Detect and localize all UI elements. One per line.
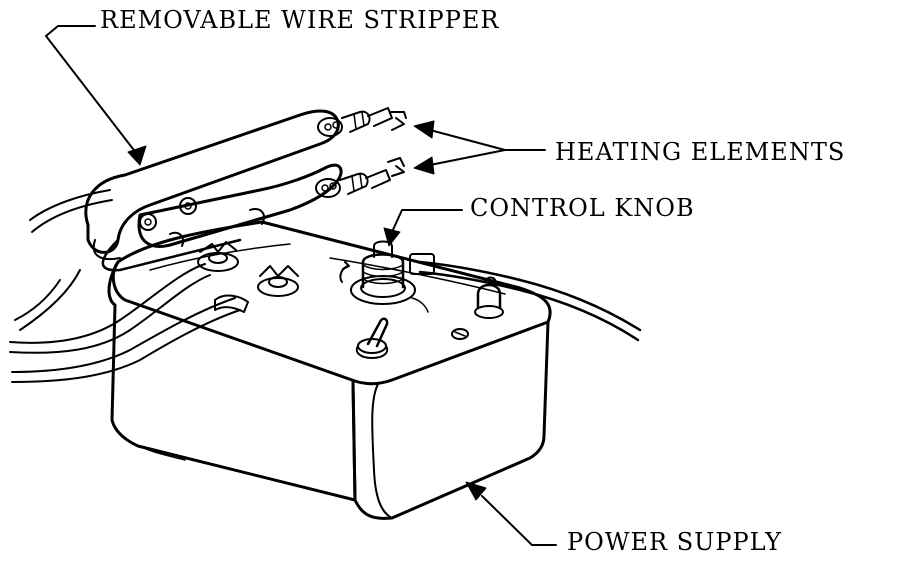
- label-heating-elements: HEATING ELEMENTS: [555, 138, 846, 166]
- leader-heating: [413, 120, 546, 175]
- leader-knob: [383, 209, 463, 247]
- top-controls: [149, 240, 506, 359]
- power-supply-box: [107, 220, 552, 520]
- wire-stripper: [84, 107, 407, 272]
- leader-stripper: [45, 25, 147, 166]
- cords: [9, 189, 642, 383]
- leader-power: [465, 481, 557, 546]
- pilot-lamp: [474, 276, 504, 319]
- heating-element-lower: [315, 157, 405, 198]
- leader-lines: [45, 25, 557, 546]
- toggle-switch: [355, 317, 389, 359]
- label-control-knob: CONTROL KNOB: [470, 194, 695, 222]
- heating-element-upper: [317, 107, 407, 137]
- label-removable-wire-stripper: REMOVABLE WIRE STRIPPER: [100, 6, 500, 34]
- label-power-supply: POWER SUPPLY: [567, 528, 782, 556]
- control-knob: [339, 240, 429, 313]
